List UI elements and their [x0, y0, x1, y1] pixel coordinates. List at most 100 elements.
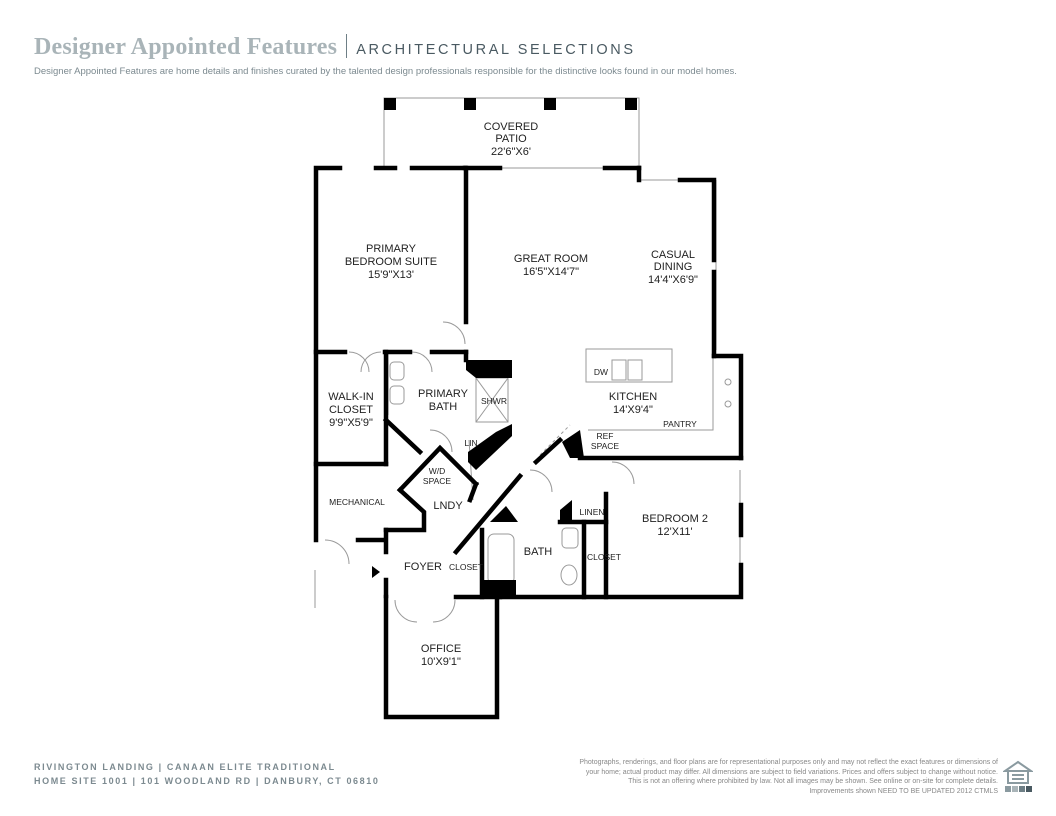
tub-fill: [490, 506, 518, 522]
bedroom-2-closet-label: CLOSET: [587, 552, 621, 562]
kitchen-opening: [539, 424, 571, 456]
wall-hall-diag: [452, 472, 524, 556]
dw-label: DW: [594, 367, 608, 377]
mechanical-label: MECHANICAL: [329, 497, 385, 507]
vanity-sink: [389, 361, 405, 381]
wall-bath-diag: [382, 416, 424, 456]
solid-fills: [372, 98, 637, 598]
walk-in-closet-label: CLOSET: [329, 404, 373, 416]
disclaimer-line: Photographs, renderings, and floor plans…: [579, 759, 998, 766]
ref-fill: [562, 430, 584, 458]
office-label: OFFICE: [421, 643, 461, 655]
address-line: HOME SITE 1001 | 101 WOODLAND RD | DANBU…: [34, 776, 380, 786]
walk-in-closet-label: WALK-IN: [328, 391, 373, 403]
bath-sink: [561, 527, 579, 549]
kitchen-label: KITCHEN: [609, 391, 657, 403]
door-swing: [394, 599, 418, 623]
wall-bed2-south: [497, 562, 744, 600]
ref-space-label: SPACE: [591, 441, 620, 451]
bath-label: BATH: [524, 546, 553, 558]
walls: [313, 165, 744, 720]
wall-lndy-east: [467, 481, 479, 503]
bath-fill: [484, 580, 516, 598]
equal-housing-icon: [1003, 760, 1033, 792]
patio-size: 22'6"X6': [491, 146, 531, 158]
door-swing: [411, 351, 433, 373]
community-info: RIVINGTON LANDING | CANAAN ELITE TRADITI…: [34, 760, 379, 788]
wall-lndy: [396, 444, 480, 494]
wall-hall-diag: [532, 436, 564, 466]
foyer-label: FOYER: [404, 561, 442, 573]
patio-post: [464, 98, 476, 110]
sink-right: [627, 359, 643, 381]
wall-dining-east: [677, 177, 717, 263]
patio-label: COVERED: [484, 121, 538, 133]
page-title: Designer Appointed Features: [34, 34, 338, 60]
wall-kitchen-east: [711, 353, 744, 461]
door-swing: [360, 351, 382, 373]
wall-office: [383, 594, 500, 720]
kitchen-size: 14'X9'4": [613, 404, 653, 416]
wall-lndy-south: [383, 486, 427, 533]
shower-diag: [475, 377, 509, 423]
page-description: Designer Appointed Features are home det…: [34, 66, 737, 77]
vanity-sink: [389, 385, 405, 405]
door-swing: [324, 539, 350, 565]
page-header: Designer Appointed Features ARCHITECTURAL…: [34, 34, 636, 61]
page-subtitle: ARCHITECTURAL SELECTIONS: [356, 42, 636, 58]
legal-disclaimer: Photographs, renderings, and floor plans…: [528, 758, 998, 796]
kitchen-counter: [680, 356, 714, 431]
primary-bedroom-size: 15'9"X13': [368, 269, 414, 281]
lin-fill: [468, 424, 512, 470]
room-labels: COVERED PATIO 22'6"X6' PRIMARY BEDROOM S…: [328, 121, 708, 668]
door-swing: [529, 469, 553, 493]
bath-tub: [487, 533, 515, 585]
kitchen-island: [585, 348, 673, 383]
wall-west: [313, 165, 343, 543]
patio-label: PATIO: [495, 133, 527, 145]
primary-bedroom-label: PRIMARY: [366, 243, 417, 255]
entry-arrow: [372, 566, 380, 578]
office-size: 10'X9'1": [421, 656, 461, 668]
patio-outline: [383, 97, 640, 167]
wd-space-label: SPACE: [423, 476, 452, 486]
title-divider: [346, 34, 348, 58]
primary-bedroom-label: BEDROOM SUITE: [345, 256, 437, 268]
community-line: RIVINGTON LANDING | CANAAN ELITE TRADITI…: [34, 762, 336, 772]
patio-post: [625, 98, 637, 110]
casual-dining-size: 14'4"X6'9": [648, 274, 698, 286]
casual-dining-label: CASUAL: [651, 249, 695, 261]
shower-fill: [466, 360, 512, 378]
wd-space-label: W/D: [429, 466, 446, 476]
bedroom-2-label: BEDROOM 2: [642, 513, 708, 525]
great-room-label: GREAT ROOM: [514, 253, 588, 265]
walk-in-closet-size: 9'9"X5'9": [329, 417, 373, 429]
door-swing: [429, 429, 453, 453]
patio-post: [544, 98, 556, 110]
bedroom-2-size: 12'X11': [657, 526, 692, 538]
great-room-size: 16'5"X14'7": [523, 266, 579, 278]
disclaimer-line: Improvements shown NEED TO BE UPDATED 20…: [809, 787, 998, 795]
disclaimer-line: your home; actual product may differ. Al…: [585, 768, 998, 776]
sink-left: [611, 359, 627, 381]
range-burner: [724, 400, 732, 408]
casual-dining-label: DINING: [654, 261, 693, 273]
linen-fill: [560, 500, 572, 522]
door-swing: [432, 599, 456, 623]
bath-toilet: [560, 564, 578, 586]
pantry-label: PANTRY: [663, 419, 697, 429]
primary-bath-label: BATH: [429, 401, 458, 413]
primary-bath-label: PRIMARY: [418, 388, 469, 400]
shower-label: SHWR: [481, 396, 507, 406]
disclaimer-line: This is not an offering where prohibited…: [628, 778, 998, 785]
door-swing: [348, 351, 370, 373]
patio-post: [384, 98, 396, 110]
door-swing: [611, 461, 635, 485]
lin-label: LIN: [464, 438, 477, 448]
thin-lines: [314, 97, 741, 623]
door-swing: [442, 321, 466, 345]
linen-label: LINEN: [579, 507, 604, 517]
lndy-label: LNDY: [433, 500, 463, 512]
ref-space-label: REF: [597, 431, 614, 441]
